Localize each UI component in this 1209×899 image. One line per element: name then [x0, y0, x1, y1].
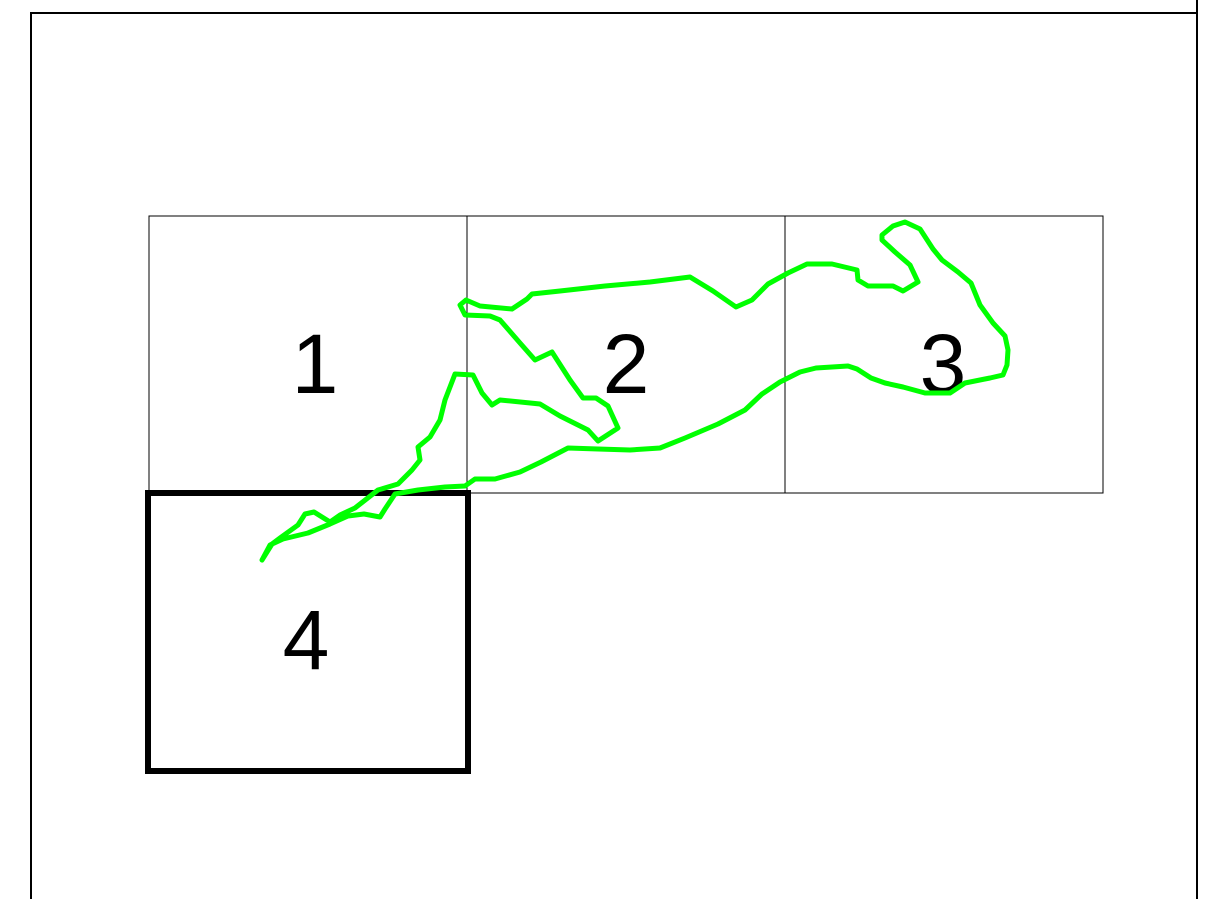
- tile-2-label: 2: [603, 317, 650, 411]
- tile-3[interactable]: 3: [785, 216, 1103, 493]
- tile-3-label: 3: [920, 317, 967, 411]
- tile-1-label: 1: [292, 317, 339, 411]
- tile-4-label: 4: [283, 593, 330, 687]
